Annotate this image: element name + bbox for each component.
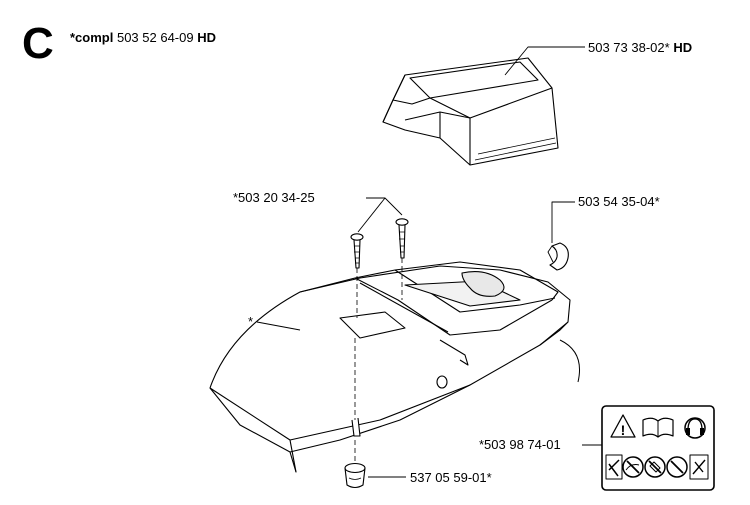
grommet-callout: 537 05 59-01* [410, 470, 492, 485]
manual-book-icon [642, 417, 674, 438]
assembly-number: 503 52 64-09 [116, 30, 194, 45]
assembly-suffix: HD [197, 30, 216, 45]
screws-callout: *503 20 34-25 [233, 190, 315, 205]
screws-part [350, 218, 409, 269]
main-cover-part [209, 258, 580, 473]
clip-part [547, 242, 569, 271]
leader-lines [256, 46, 602, 478]
kickback-icon [622, 456, 644, 478]
gloves-icon [644, 456, 666, 478]
svg-text:!: ! [621, 422, 626, 438]
grommet-part [344, 440, 366, 489]
clip-callout: 503 54 35-04* [578, 194, 660, 209]
top-cover-callout: 503 73 38-02* HD [588, 40, 692, 56]
section-letter: C [22, 19, 54, 68]
top-cover-suffix: HD [673, 40, 693, 55]
warning-icon: ! [610, 414, 636, 438]
top-cover-part [382, 57, 559, 166]
decal-callout: *503 98 74-01 [479, 437, 561, 452]
decal-part: ! [601, 405, 715, 491]
chainsaw-hazard-icon [666, 454, 709, 480]
main-cover-callout: * [248, 314, 254, 329]
assembly-label: *compl 503 52 64-09 HD [70, 30, 216, 46]
ear-protection-icon [684, 417, 706, 439]
top-cover-part-number: 503 73 38-02* [588, 40, 670, 55]
assembly-prefix: *compl [70, 30, 114, 45]
no-one-hand-icon [605, 454, 623, 480]
